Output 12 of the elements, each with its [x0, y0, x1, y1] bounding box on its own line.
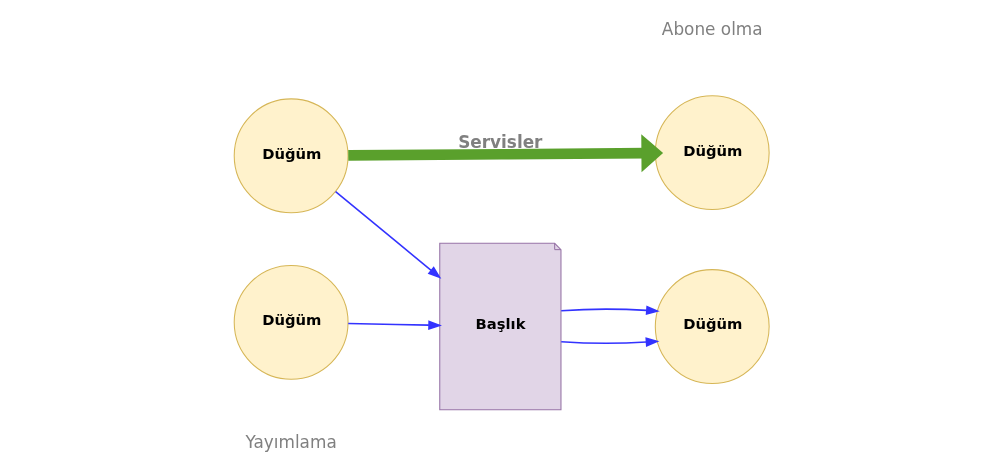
node-circle: Düğüm — [654, 269, 770, 384]
label: Abone olma — [661, 19, 763, 40]
node-circle: Düğüm — [233, 98, 349, 214]
arrow — [348, 134, 664, 173]
arrow — [560, 337, 660, 347]
arrow — [334, 190, 442, 279]
node-circle: Düğüm — [654, 95, 770, 211]
arrow — [347, 320, 442, 330]
arrow — [560, 305, 660, 316]
node-circle: Düğüm — [233, 264, 349, 380]
edge-label: Servisler — [458, 132, 543, 153]
label: Yayımlama — [245, 431, 337, 452]
